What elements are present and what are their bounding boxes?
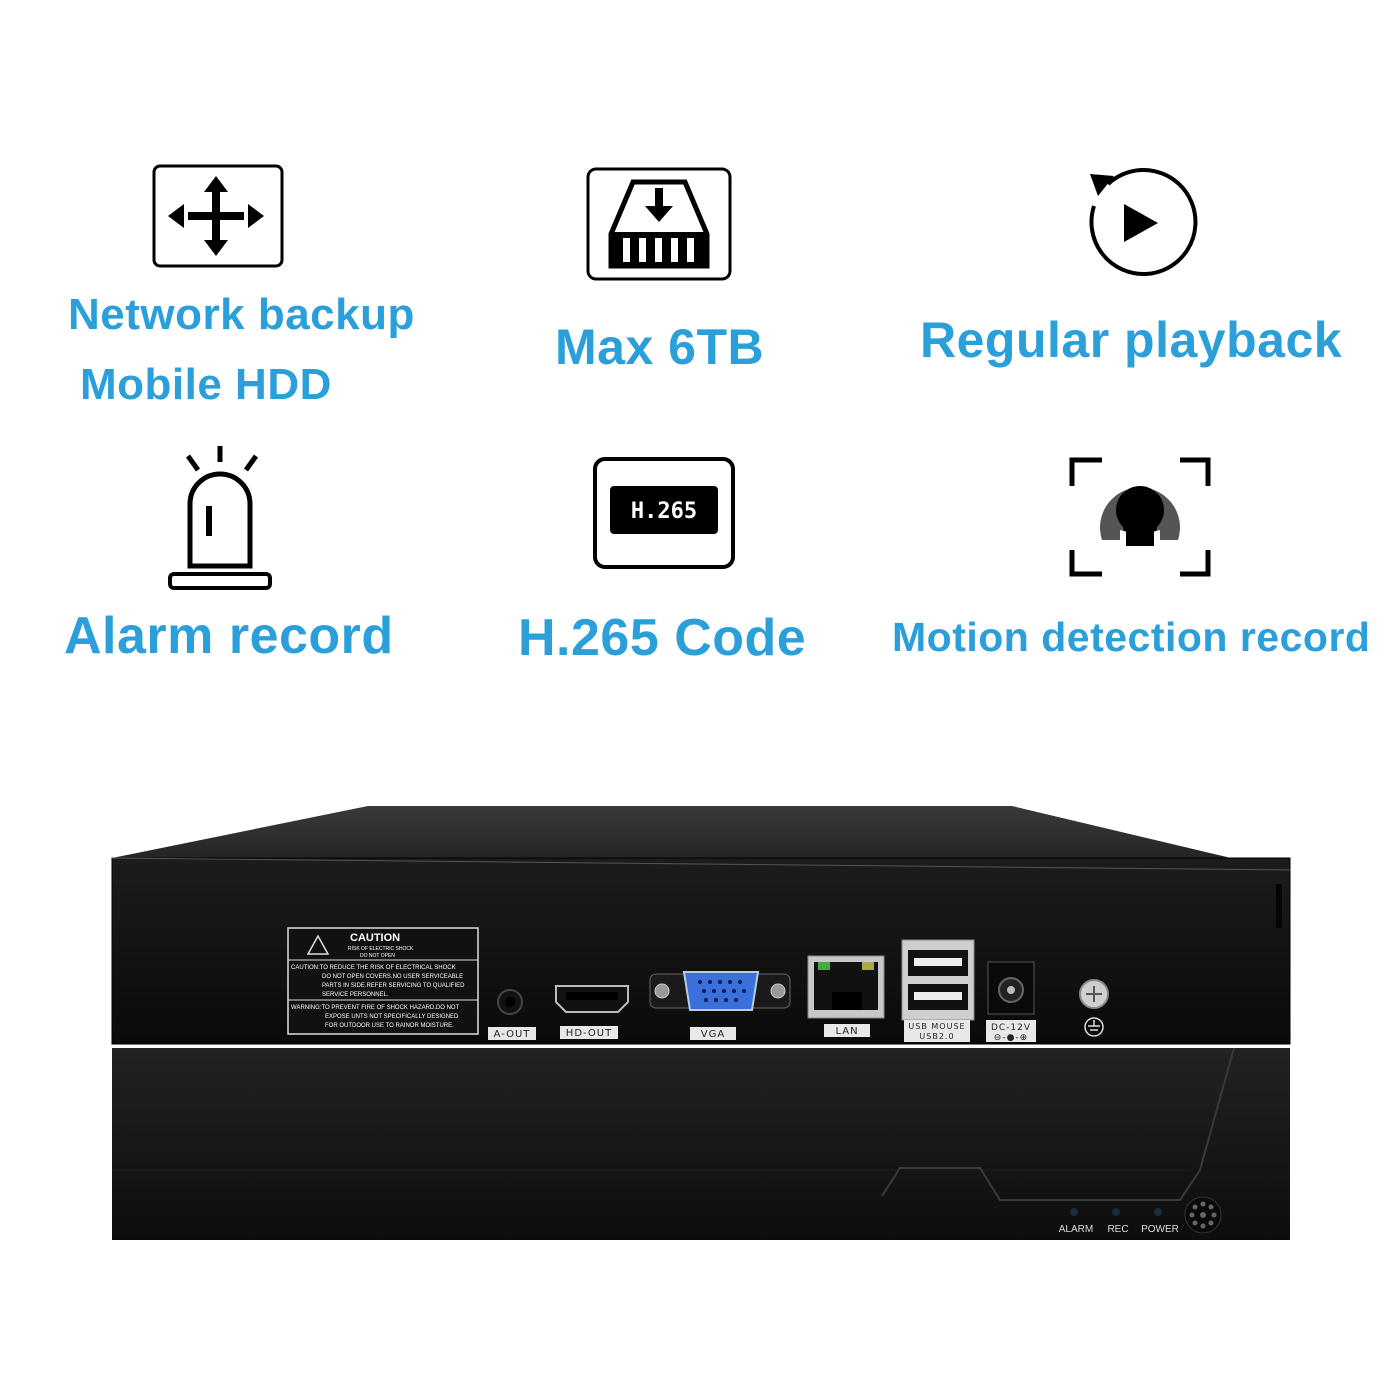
speaker-grille [1184, 1196, 1222, 1234]
dc-polarity-icon: ⊖-●-⊕ [994, 1033, 1028, 1043]
h265-badge-icon: H.265 [593, 457, 735, 569]
alarm-beacon-icon [168, 446, 272, 590]
caution-title: CAUTION [350, 932, 400, 944]
port-label-usb2: USB2.0 [919, 1032, 954, 1041]
port-label-usb-mouse: USB MOUSE [908, 1022, 965, 1031]
vga-port: VGA [649, 971, 791, 1040]
feature-label-h265-code: H.265 Code [518, 609, 807, 667]
caution-label: CAUTION RISK OF ELECTRIC SHOCK DO NOT OP… [287, 927, 479, 1035]
h265-badge-text: H.265 [631, 499, 697, 524]
caution-subtitle-1: RISK OF ELECTRIC SHOCK [348, 946, 414, 952]
replay-play-icon [1089, 168, 1198, 276]
hdd-storage-icon [586, 167, 732, 281]
led-label-alarm: ALARM [1059, 1224, 1093, 1235]
caution-line: DO NOT OPEN COVERS.NO USER SERVICEABLE [322, 974, 463, 980]
port-label-hdmi: HD-OUT [566, 1028, 612, 1039]
ground-symbol-icon [1084, 1017, 1104, 1037]
motion-person-icon [1069, 457, 1211, 577]
ground-screw [1079, 979, 1109, 1037]
port-label-dc: DC-12V [991, 1023, 1031, 1033]
caution-line: PARTS IN SIDE.REFER SERVICING TO QUALIFI… [322, 983, 465, 989]
port-label-lan: LAN [835, 1026, 858, 1037]
feature-label-network-backup: Network backup [68, 290, 415, 339]
audio-out-port: A-OUT [488, 989, 536, 1040]
port-label-vga: VGA [701, 1029, 725, 1040]
feature-label-max-6tb: Max 6TB [555, 319, 765, 375]
caution-line: SERVICE PERSONNEL. [322, 992, 389, 998]
move-arrows-icon [152, 164, 284, 268]
caution-subtitle-2: DO NOT OPEN [360, 953, 395, 959]
feature-label-motion-detection: Motion detection record [892, 614, 1371, 660]
warning-line: FOR OUTDOOR USE TO RAINOR MOISTURE. [325, 1023, 454, 1029]
feature-label-mobile-hdd: Mobile HDD [80, 360, 332, 409]
led-label-power: POWER [1141, 1224, 1179, 1235]
dc-power-port: DC-12V ⊖-●-⊕ [986, 961, 1036, 1043]
warning-line: EXPOSE UNTS NOT SPECIFICALLY DESIGNED [325, 1014, 459, 1020]
usb-ports: USB MOUSE USB2.0 [901, 939, 975, 1042]
warning-line: WARNING:TO PREVENT FIRE OF SHOCK HAZARD.… [291, 1005, 460, 1011]
caution-line: CAUTION:TO REDUCE THE RISK OF ELECTRICAL… [291, 965, 456, 971]
led-label-rec: REC [1107, 1224, 1128, 1235]
hdmi-port: HD-OUT [555, 985, 629, 1039]
status-leds: ALARM REC POWER [1059, 1208, 1179, 1235]
feature-label-alarm-record: Alarm record [64, 607, 394, 665]
feature-label-regular-playback: Regular playback [920, 312, 1343, 368]
lan-port: LAN [807, 955, 885, 1037]
port-label-aout: A-OUT [494, 1029, 531, 1040]
